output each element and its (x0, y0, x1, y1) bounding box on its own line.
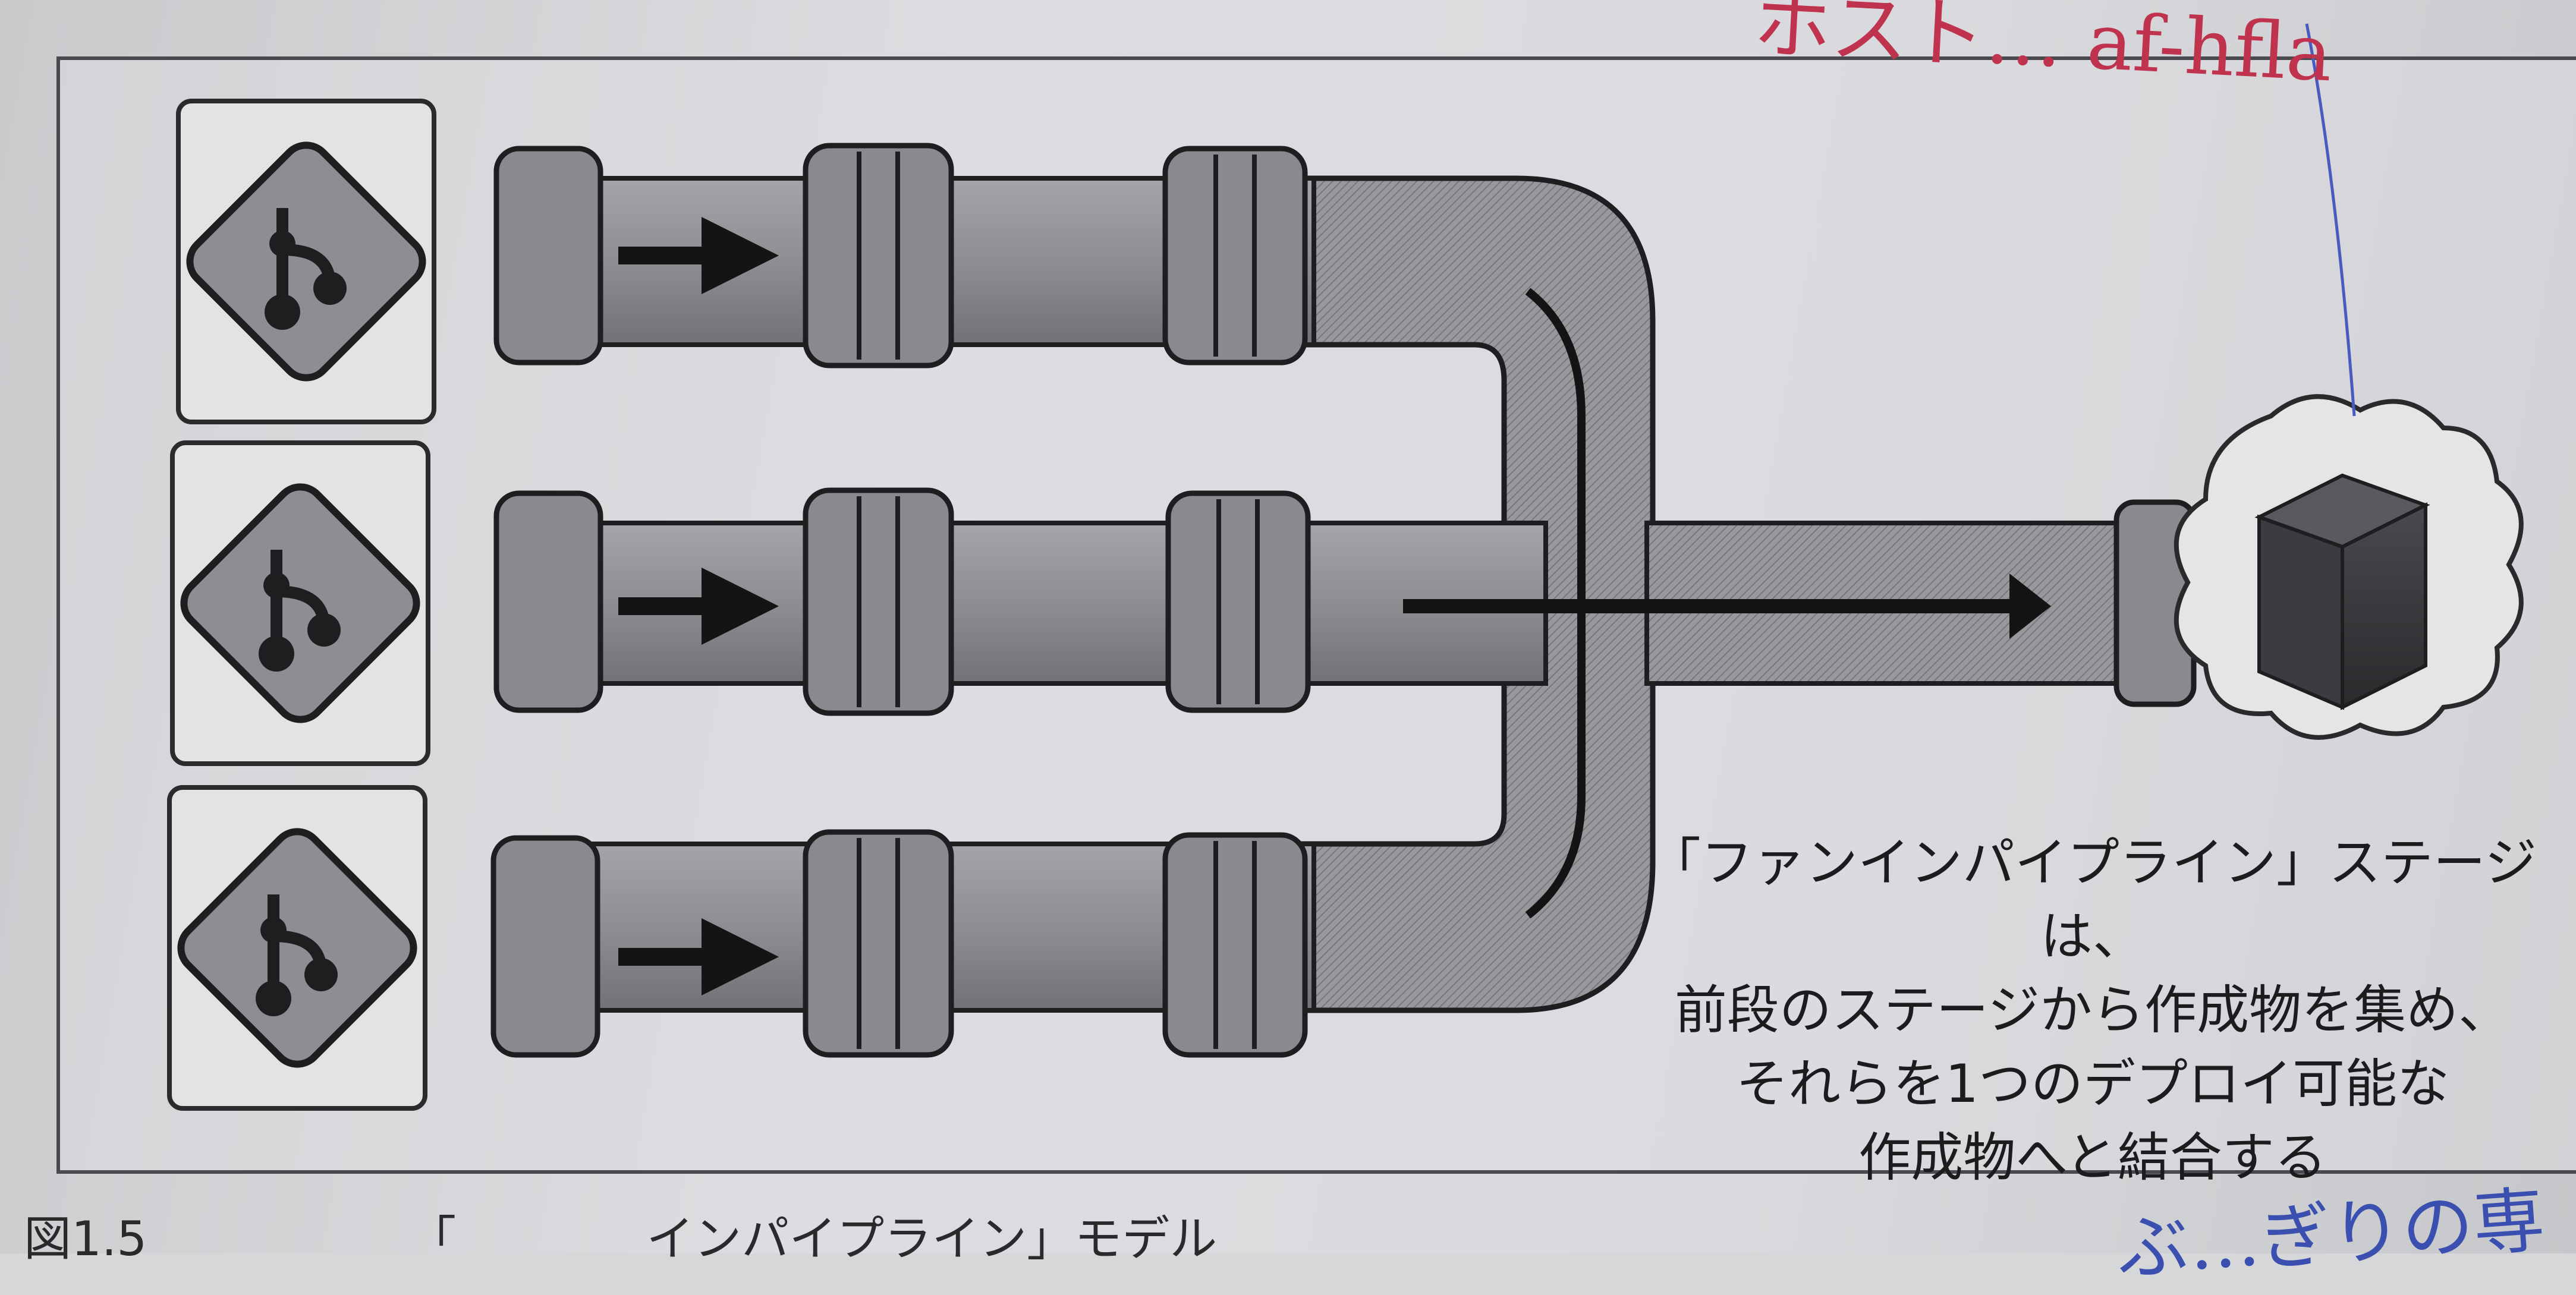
package-box-icon (2254, 473, 2430, 710)
pipe-row-2 (493, 487, 1548, 716)
flow-arrow-2 (618, 568, 779, 645)
flow-arrow-3 (618, 918, 779, 995)
source-box-3 (167, 785, 427, 1111)
fan-in-caption: 「ファンインパイプライン」ステージは、 前段のステージから作成物を集め、 それら… (1647, 826, 2539, 1195)
caption-line-2: 前段のステージから作成物を集め、 (1674, 979, 2511, 1041)
flow-arrow-1 (618, 217, 779, 294)
source-box-2 (170, 440, 430, 766)
artifact-store (2174, 394, 2524, 740)
pipe-row-1 (493, 143, 1316, 368)
pipe-row-3 (490, 829, 1316, 1058)
figure-label: 図1.5 「 インパイプライン」モデル (24, 1211, 1218, 1266)
caption-line-4: 作成物へと結合する (1858, 1127, 2327, 1188)
handwritten-connector-line (2305, 23, 2356, 417)
output-pipe (1403, 499, 2197, 707)
git-branch-icon (186, 141, 426, 382)
git-branch-icon (177, 828, 417, 1068)
source-box-1 (176, 99, 436, 424)
caption-line-1: 「ファンインパイプライン」ステージは、 (1648, 832, 2537, 967)
git-branch-icon (180, 483, 420, 723)
output-arrow (2009, 574, 2051, 639)
caption-line-3: それらを1つのデプロイ可能な (1736, 1053, 2449, 1114)
fan-in-pipeline-diagram (167, 23, 2524, 1111)
